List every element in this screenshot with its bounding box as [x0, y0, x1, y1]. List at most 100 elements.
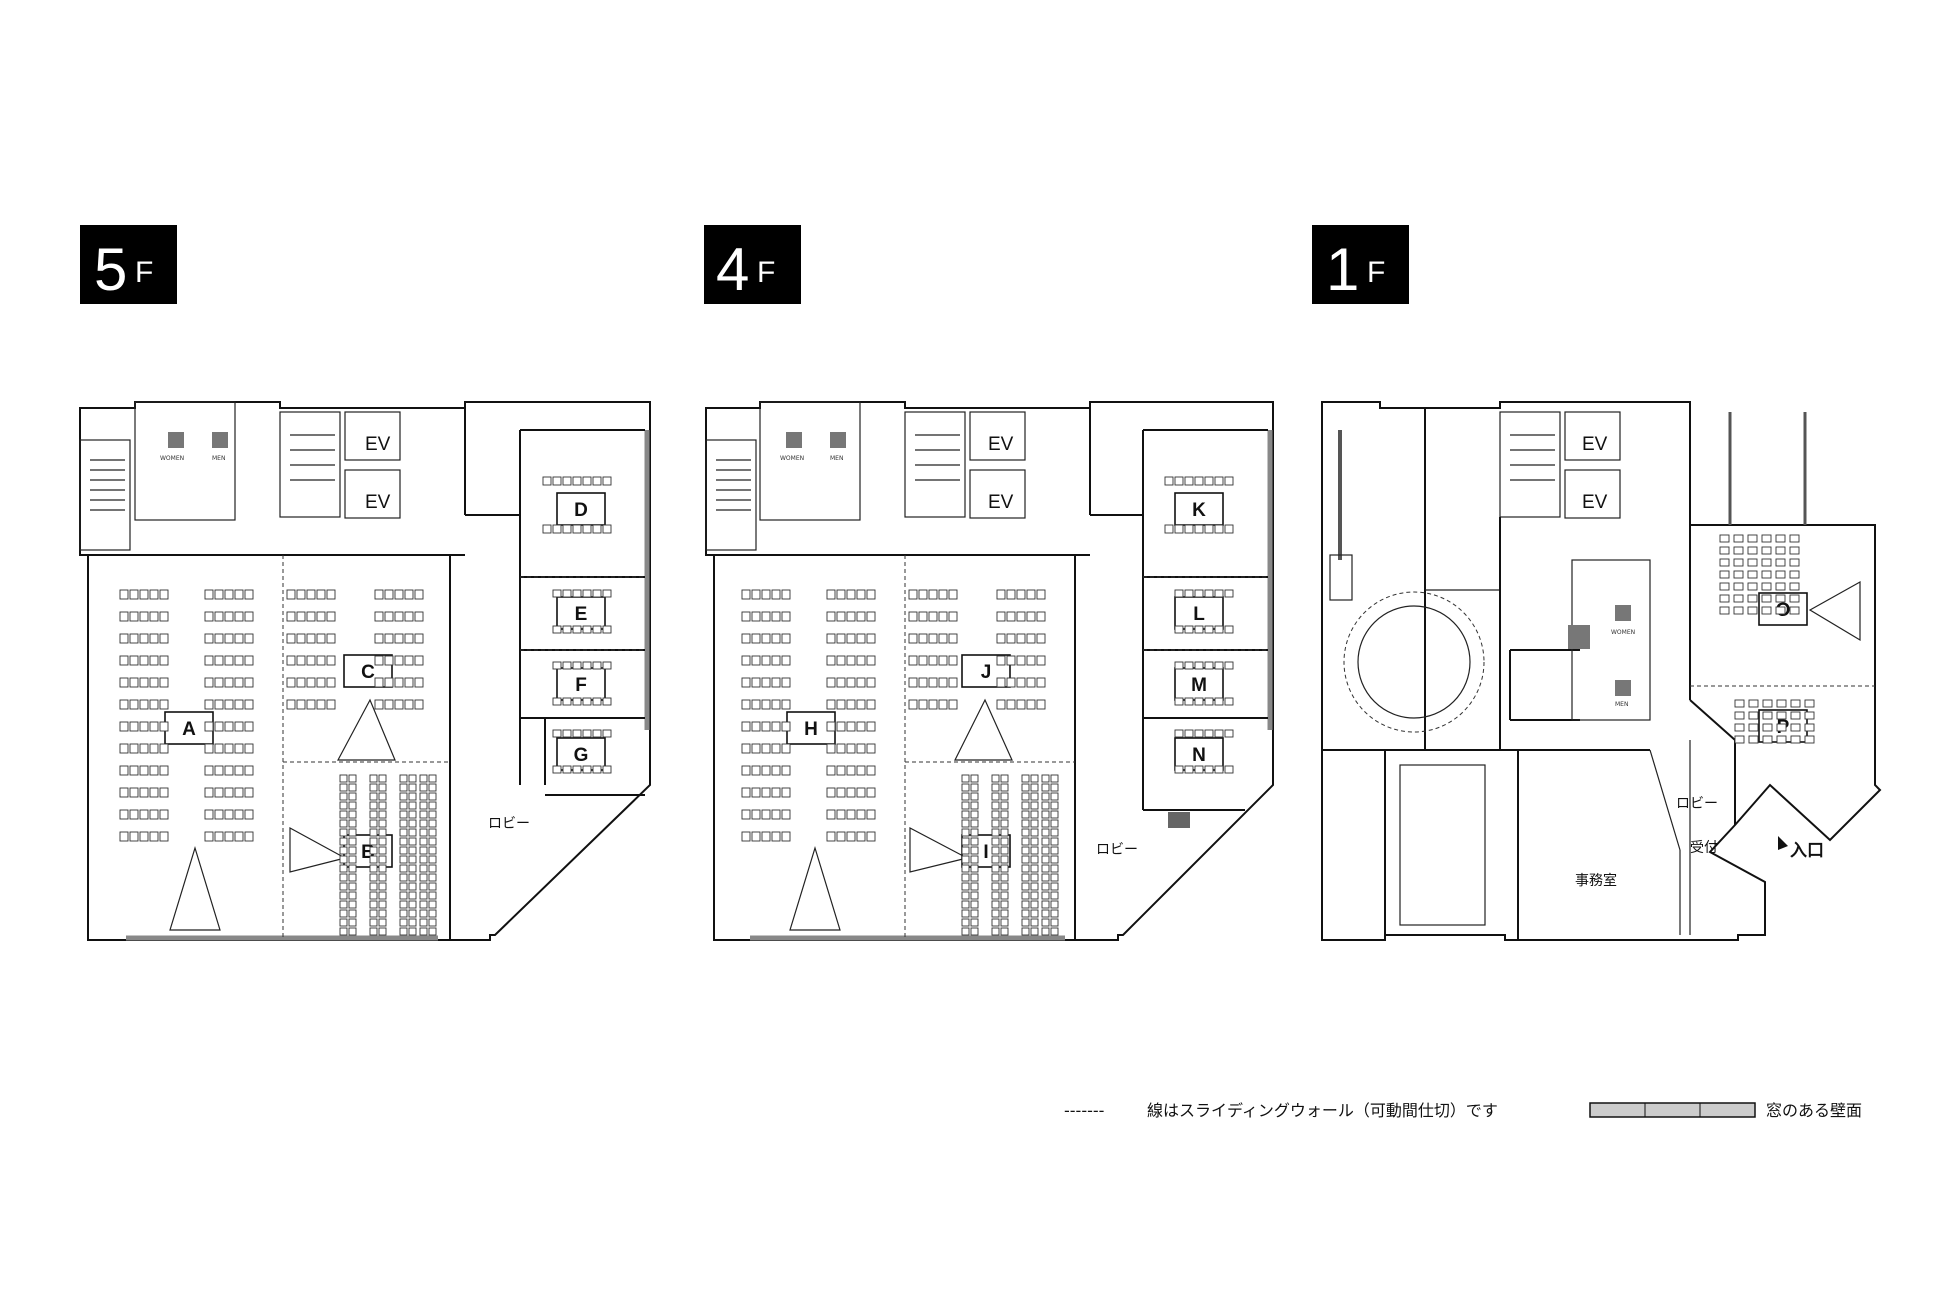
- seat: [139, 787, 149, 798]
- seat: [866, 721, 876, 732]
- seat: [970, 918, 979, 927]
- seat: [751, 721, 761, 732]
- seat: [781, 677, 791, 688]
- seat: [1747, 582, 1758, 591]
- seat: [204, 831, 214, 842]
- seat: [961, 801, 970, 810]
- seat: [592, 661, 602, 670]
- legend: ------- 線はスライディングウォール（可動間仕切）です 窓のある壁面: [1064, 1101, 1862, 1120]
- seat: [1734, 711, 1745, 720]
- seat: [378, 837, 387, 846]
- seat: [1016, 699, 1026, 710]
- seat: [991, 882, 1000, 891]
- seat: [129, 743, 139, 754]
- seat: [204, 611, 214, 622]
- seat: [1050, 909, 1059, 918]
- seat: [751, 809, 761, 820]
- seat: [369, 837, 378, 846]
- seat: [761, 743, 771, 754]
- seat: [970, 783, 979, 792]
- seat: [1776, 735, 1787, 744]
- seat: [234, 699, 244, 710]
- restroom-label-women-5f: WOMEN: [160, 455, 184, 462]
- seat: [1184, 589, 1194, 598]
- seat: [1000, 900, 1009, 909]
- floor-badge-4f: [704, 225, 801, 304]
- seat: [961, 891, 970, 900]
- seat: [224, 721, 234, 732]
- seat: [741, 765, 751, 776]
- seat: [306, 699, 316, 710]
- seat: [592, 589, 602, 598]
- seat: [384, 655, 394, 666]
- seat: [1214, 476, 1224, 486]
- seat: [399, 810, 408, 819]
- seat: [552, 697, 562, 706]
- seat: [378, 819, 387, 828]
- seat: [1204, 661, 1214, 670]
- seat: [856, 809, 866, 820]
- seat: [970, 891, 979, 900]
- seat: [394, 611, 404, 622]
- seat: [996, 589, 1006, 600]
- seat: [552, 476, 562, 486]
- seat: [741, 633, 751, 644]
- seat: [1761, 582, 1772, 591]
- seat: [836, 831, 846, 842]
- seat: [149, 699, 159, 710]
- seat: [129, 699, 139, 710]
- seat: [119, 721, 129, 732]
- seat: [970, 819, 979, 828]
- seat: [1761, 534, 1772, 543]
- seat: [119, 655, 129, 666]
- seat: [1041, 846, 1050, 855]
- seat: [399, 855, 408, 864]
- seat: [991, 819, 1000, 828]
- seat: [970, 909, 979, 918]
- seat: [1804, 735, 1815, 744]
- seat: [1204, 729, 1214, 738]
- seat: [602, 476, 612, 486]
- seat: [129, 721, 139, 732]
- seat: [572, 729, 582, 738]
- seat: [1761, 546, 1772, 555]
- seat: [781, 633, 791, 644]
- seat: [414, 699, 424, 710]
- seat: [378, 864, 387, 873]
- seat: [348, 819, 357, 828]
- seat: [149, 721, 159, 732]
- seat: [129, 765, 139, 776]
- seat: [1000, 837, 1009, 846]
- seat: [1224, 729, 1234, 738]
- seat: [846, 743, 856, 754]
- seat: [1174, 476, 1184, 486]
- seat: [771, 655, 781, 666]
- seat: [938, 589, 948, 600]
- room-label-e: E: [575, 604, 588, 625]
- seat: [234, 809, 244, 820]
- legend-sliding-wall-text: 線はスライディングウォール（可動間仕切）です: [1147, 1101, 1498, 1120]
- seat: [214, 655, 224, 666]
- seat: [1030, 774, 1039, 783]
- lobby-label-1f: ロビー: [1676, 796, 1718, 812]
- seat: [244, 677, 254, 688]
- seat: [119, 589, 129, 600]
- seat: [592, 765, 602, 774]
- seat: [1174, 625, 1184, 634]
- seat: [1194, 697, 1204, 706]
- seat: [1184, 625, 1194, 634]
- seat: [149, 809, 159, 820]
- seat: [542, 476, 552, 486]
- seat: [408, 909, 417, 918]
- seat: [378, 783, 387, 792]
- seat: [781, 831, 791, 842]
- seat: [1000, 810, 1009, 819]
- seat: [1026, 699, 1036, 710]
- seat: [214, 611, 224, 622]
- seat: [394, 655, 404, 666]
- seat: [908, 611, 918, 622]
- seat: [948, 677, 958, 688]
- seat: [378, 801, 387, 810]
- seat: [996, 655, 1006, 666]
- seat: [991, 783, 1000, 792]
